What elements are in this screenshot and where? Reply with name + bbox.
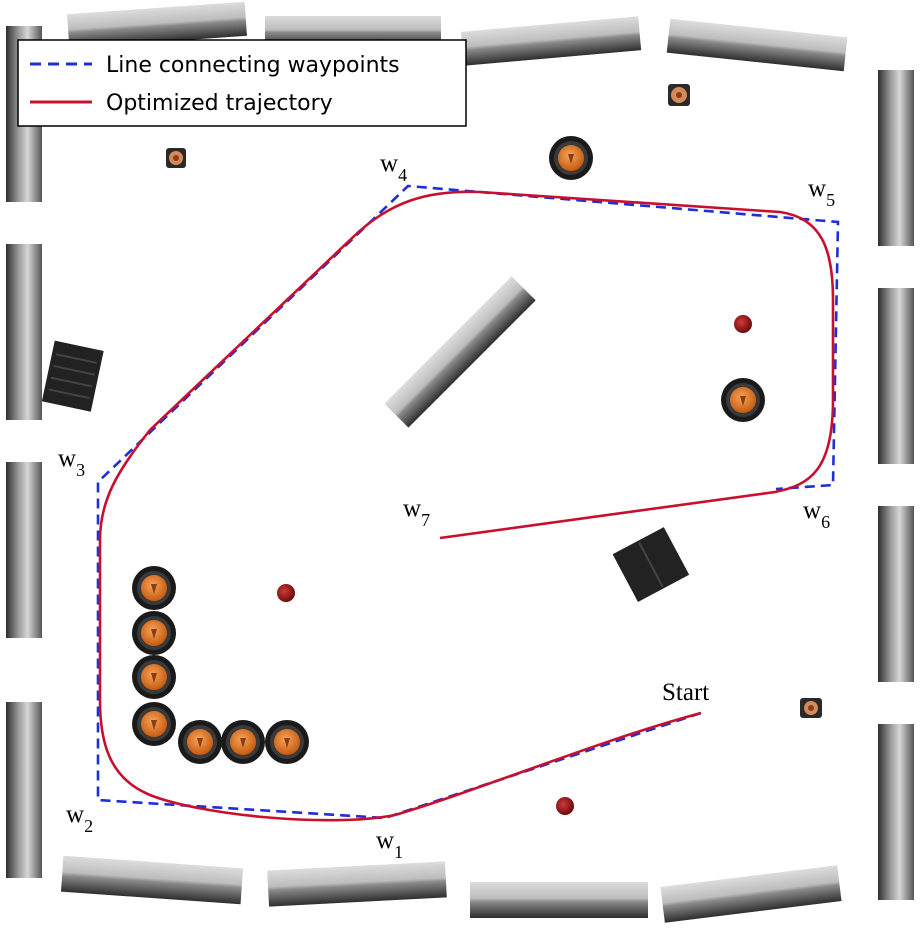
tire-cone (132, 566, 176, 610)
waypoint-label-w7: w7 (403, 495, 430, 530)
tire-cone (721, 378, 765, 422)
red-marker (556, 797, 574, 815)
waypoint-subscript: 5 (826, 190, 835, 210)
waypoint-label-w5: w5 (808, 175, 835, 210)
tire-cone (132, 702, 176, 746)
waypoint-subscript: 6 (821, 512, 830, 532)
small-cone (800, 698, 822, 718)
waypoint-label-w3: w3 (58, 445, 85, 480)
wall-segment (6, 462, 42, 638)
tire-cone (265, 720, 309, 764)
wall-segment (878, 724, 914, 900)
legend-label-trajectory: Optimized trajectory (106, 91, 333, 116)
wall-segment (67, 1, 247, 49)
black-box (41, 340, 104, 412)
wall-segment (460, 16, 642, 66)
tire-cone (549, 136, 593, 180)
red-marker (277, 584, 295, 602)
wall-segment (878, 70, 914, 246)
legend-label-waypoints: Line connecting waypoints (106, 53, 400, 78)
start-label: Start (662, 679, 709, 706)
small-cone (166, 148, 186, 168)
waypoint-connecting-line (96, 184, 840, 820)
wall-segment (267, 861, 447, 907)
wall-segment (6, 702, 42, 878)
waypoint-label-w6: w6 (803, 497, 830, 532)
tire-cone (132, 655, 176, 699)
tire-cone (178, 720, 222, 764)
tire-obstacles (132, 136, 765, 764)
waypoint-subscript: 7 (421, 510, 430, 530)
waypoint-label-w1: w1 (376, 827, 403, 862)
legend: Line connecting waypoints Optimized traj… (17, 39, 467, 127)
waypoint-subscript: 1 (394, 842, 403, 862)
waypoint-label-w2: w2 (66, 801, 93, 836)
wall-segment (660, 865, 842, 923)
waypoint-subscript: 4 (398, 165, 407, 185)
legend-box (17, 39, 467, 127)
optimized-trajectory (98, 190, 835, 822)
waypoint-label-w4: w4 (380, 150, 407, 185)
arena-walls (6, 1, 914, 923)
black-box (612, 527, 690, 602)
tire-cone (132, 611, 176, 655)
wall-segment (878, 288, 914, 464)
waypoint-subscript: 2 (84, 816, 93, 836)
wall-segment (666, 18, 848, 72)
wall-segment (878, 506, 914, 682)
wall-segment (470, 882, 648, 918)
wall-segment (60, 855, 244, 905)
red-marker (734, 315, 752, 333)
waypoint-subscript: 3 (76, 460, 85, 480)
wall-segment (6, 244, 42, 420)
center-barrier (384, 276, 536, 428)
small-cone (668, 84, 690, 106)
tire-cone (221, 720, 265, 764)
